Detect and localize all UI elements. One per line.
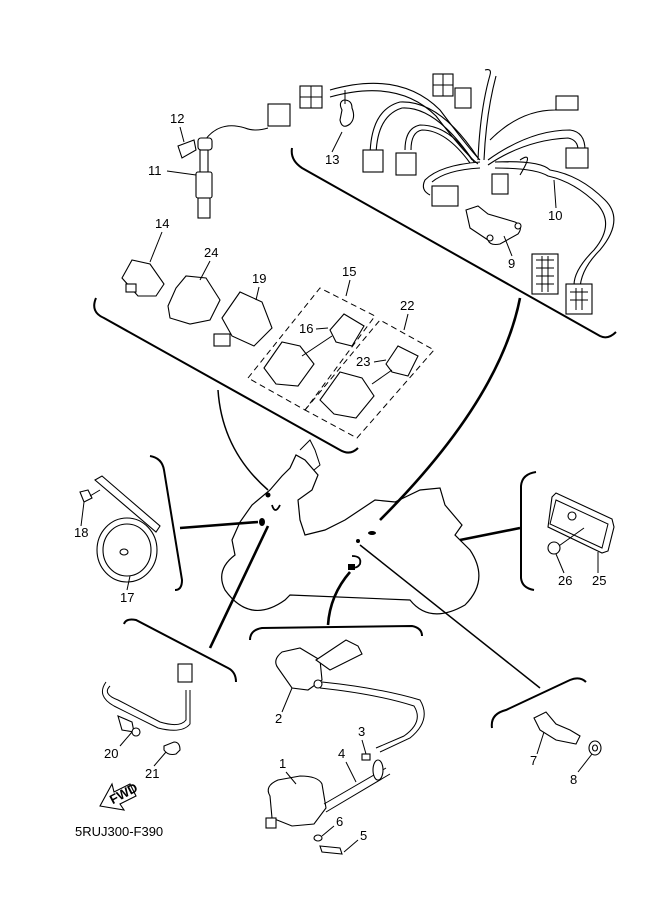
drawing-code: 5RUJ300-F390 xyxy=(75,824,163,839)
callout-7: 7 xyxy=(530,731,545,768)
svg-text:7: 7 xyxy=(530,753,537,768)
callout-20: 20 xyxy=(104,731,133,761)
callout-6: 6 xyxy=(321,814,343,837)
callout-17: 17 xyxy=(120,575,134,605)
svg-text:15: 15 xyxy=(342,264,356,279)
callout-22: 22 xyxy=(400,298,414,331)
svg-text:5: 5 xyxy=(360,828,367,843)
callout-3: 3 xyxy=(358,724,367,755)
svg-text:20: 20 xyxy=(104,746,118,761)
callout-15: 15 xyxy=(342,264,356,297)
leader-lines xyxy=(179,297,541,689)
svg-text:23: 23 xyxy=(356,354,370,369)
svg-text:25: 25 xyxy=(592,573,606,588)
fwd-arrow-icon: FWD xyxy=(99,780,140,811)
temp-sensor-group xyxy=(490,677,602,756)
callout-21: 21 xyxy=(145,751,167,781)
svg-text:19: 19 xyxy=(252,271,266,286)
ground-lead-group: FWD xyxy=(99,618,237,811)
relay-22-parts xyxy=(319,345,419,419)
callout-5: 5 xyxy=(343,828,367,853)
svg-text:3: 3 xyxy=(358,724,365,739)
svg-text:17: 17 xyxy=(120,590,134,605)
svg-text:14: 14 xyxy=(155,216,169,231)
svg-text:13: 13 xyxy=(325,152,339,167)
callout-11: 11 xyxy=(148,163,197,178)
callout-12: 12 xyxy=(170,111,185,143)
callout-14: 14 xyxy=(149,216,169,263)
relay-24 xyxy=(167,275,221,325)
callout-19: 19 xyxy=(252,271,266,301)
callout-18: 18 xyxy=(74,501,88,540)
svg-text:2: 2 xyxy=(275,711,282,726)
svg-text:10: 10 xyxy=(548,208,562,223)
callout-9: 9 xyxy=(503,235,515,271)
callout-10: 10 xyxy=(548,179,562,223)
callout-26: 26 xyxy=(555,553,572,588)
svg-text:4: 4 xyxy=(338,746,345,761)
relay-panel xyxy=(93,259,435,491)
callout-4: 4 xyxy=(338,746,357,783)
harness-connectors xyxy=(267,73,593,315)
relay-19 xyxy=(213,291,273,347)
callout-8: 8 xyxy=(570,753,593,787)
callout-13: 13 xyxy=(325,131,343,167)
oxygen-sensor-part xyxy=(177,125,269,219)
svg-text:18: 18 xyxy=(74,525,88,540)
svg-text:9: 9 xyxy=(508,256,515,271)
harness-panel xyxy=(267,69,617,339)
callout-25: 25 xyxy=(592,552,606,588)
callout-24: 24 xyxy=(199,245,218,281)
relay-14 xyxy=(121,259,165,297)
svg-text:24: 24 xyxy=(204,245,218,260)
clamp-13-part xyxy=(339,90,355,127)
horn-group xyxy=(79,455,184,591)
wire-harness xyxy=(329,69,615,291)
ignition-coil-part xyxy=(265,759,391,829)
svg-text:26: 26 xyxy=(558,573,572,588)
svg-text:11: 11 xyxy=(148,163,162,178)
callouts: 1 2 3 4 5 6 7 8 9 10 11 12 13 14 15 16 1… xyxy=(74,111,606,853)
svg-text:6: 6 xyxy=(336,814,343,829)
callout-16: 16 xyxy=(299,321,333,357)
svg-text:12: 12 xyxy=(170,111,184,126)
motorcycle-silhouette xyxy=(221,439,480,615)
sensor-bracket-part xyxy=(465,205,522,246)
svg-text:22: 22 xyxy=(400,298,414,313)
ignition-group xyxy=(249,624,425,855)
relay-15-parts xyxy=(263,313,365,387)
reflector-group xyxy=(520,471,615,591)
spark-plug-cap-part xyxy=(275,639,363,691)
svg-text:21: 21 xyxy=(145,766,159,781)
svg-text:16: 16 xyxy=(299,321,313,336)
svg-text:1: 1 xyxy=(279,756,286,771)
svg-text:8: 8 xyxy=(570,772,577,787)
relay-group-15-outline xyxy=(247,287,376,411)
callout-2: 2 xyxy=(275,687,293,726)
callout-1: 1 xyxy=(279,756,297,785)
callout-23: 23 xyxy=(356,354,393,385)
relay-group-22-outline xyxy=(304,319,435,439)
